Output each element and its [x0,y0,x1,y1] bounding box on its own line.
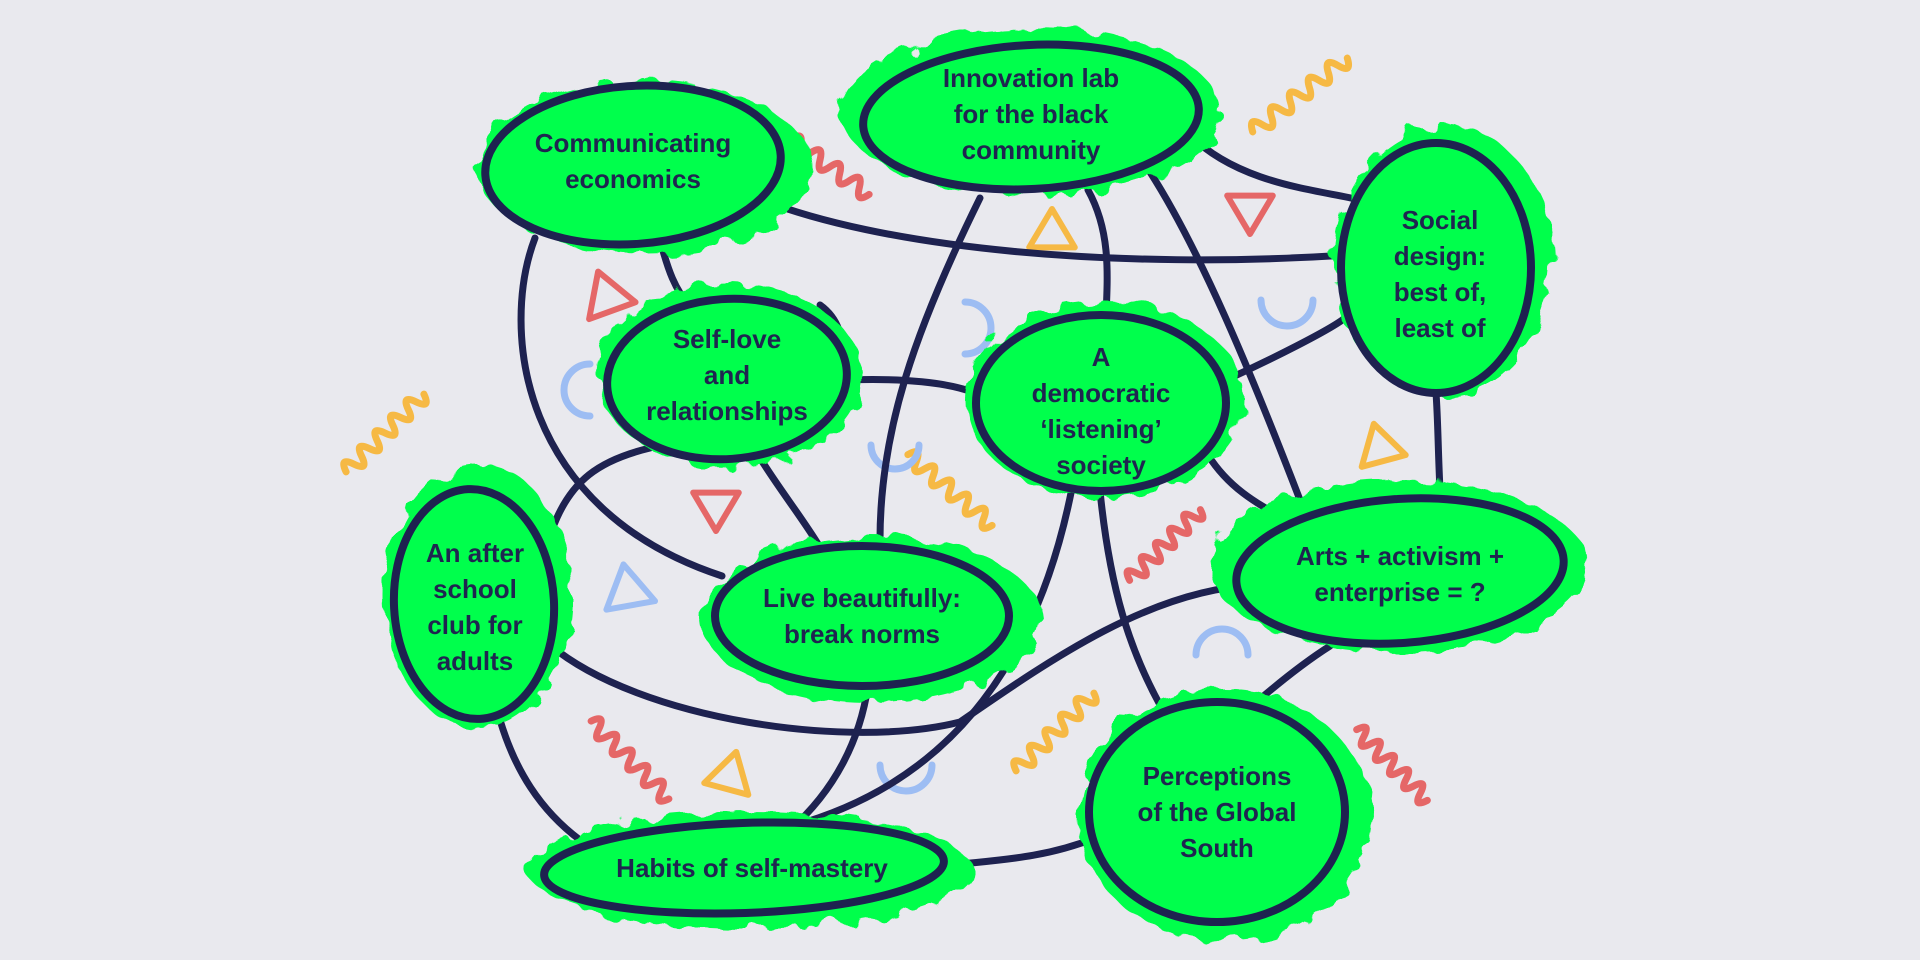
triangle-decoration [690,489,742,534]
node-label-line: design: [1394,241,1486,271]
node-label-line: Innovation lab [943,63,1119,93]
node-label-line: adults [437,646,514,676]
node-label-line: community [962,135,1101,165]
node-label: Social design: best of, least of [1394,205,1486,343]
squiggle-decoration [1010,689,1100,775]
node-outline [972,311,1230,495]
node-label-line: Self-love [673,324,781,354]
connection-selflove-democratic [843,376,981,398]
node-label-line: club for [427,610,522,640]
node-label-line: Perceptions [1143,761,1292,791]
node-label-line: school [433,574,517,604]
node-social: Social design: best of, least of [1334,126,1554,398]
node-label-line: for the black [954,99,1109,129]
connection-democratic-perceptions [1096,487,1164,709]
node-label-line: Habits of self-mastery [616,853,888,883]
connection-innov-democratic [1084,186,1111,320]
triangle-decoration [1224,192,1276,237]
connection-comm-innov-social [746,191,1352,264]
node-outline [389,485,559,723]
connection-democratic-habits [788,484,1076,830]
node-outline [540,818,948,918]
triangle-decoration [586,268,639,323]
node-label-line: economics [565,164,701,194]
node-label-line: of the Global [1138,797,1297,827]
node-innovation: Innovation lab for the black community [841,28,1221,196]
triangle-decoration [603,561,659,613]
topic-nodes: Communicating economics Innovation lab for … [384,28,1588,941]
connection-afterschool-habits [496,716,584,844]
node-outline [1337,139,1535,397]
decorations [340,54,1431,807]
arc-decoration [1257,296,1317,330]
node-label: Communicating economics [535,128,731,194]
squiggle-decoration [1123,506,1207,584]
node-label-line: relationships [646,396,808,426]
node-arts: Arts + activism + enterprise = ? [1208,480,1588,652]
node-label: Habits of self-mastery [616,853,888,883]
arc-decoration [560,360,594,420]
node-label: Live beautifully: break norms [763,583,961,649]
node-label-line: Arts + activism + [1296,541,1504,571]
node-outline [1085,698,1349,926]
triangle-decoration [701,748,752,798]
node-live: Live beautifully: break norms [702,536,1042,704]
triangle-decoration [1358,420,1409,470]
squiggle-decoration [340,390,430,476]
connection-social-arts [1432,389,1444,494]
node-label-line: An after [426,538,524,568]
triangle-decoration [1026,206,1078,251]
node-selflove: Self-love and relationships [598,284,862,468]
node-outline [859,40,1203,194]
node-label: Self-love and relationships [646,324,808,426]
node-label-line: ‘listening’ [1040,414,1161,444]
connection-arts-afterschool [546,581,1259,736]
node-label-line: break norms [784,619,940,649]
node-label-line: and [704,360,750,390]
node-label-line: society [1056,450,1146,480]
arc-decoration [1192,625,1252,659]
connection-comm-live [517,234,726,580]
squiggle-decoration [587,715,673,805]
node-label-line: Live beautifully: [763,583,961,613]
node-outline [603,294,851,464]
arc-decoration [876,761,936,795]
node-label-line: least of [1394,313,1485,343]
node-outline [481,81,785,249]
connection-innov-arts [1146,168,1304,504]
node-habits: Habits of self-mastery [528,812,972,928]
connection-selflove-afterschool [548,444,654,534]
squiggle-decoration [904,448,996,532]
node-outline [711,542,1013,690]
connection-live-habits [786,682,872,834]
node-communicating: Communicating economics [477,81,813,254]
node-outline [1232,494,1568,648]
connection-democratic-social [1222,314,1349,384]
arc-decoration [961,298,995,358]
node-label: Innovation lab for the black community [943,63,1119,165]
node-label: Arts + activism + enterprise = ? [1296,541,1504,607]
node-label-line: best of, [1394,277,1486,307]
squiggle-decoration [1353,723,1431,807]
node-label-line: Social [1402,205,1479,235]
node-label-line: South [1180,833,1254,863]
node-label-line: A [1092,342,1111,372]
node-afterschool: An after school club for adults [384,464,572,728]
squiggle-decoration [1247,54,1353,136]
arc-decoration [867,441,923,473]
node-label-line: democratic [1032,378,1171,408]
node-label-line: enterprise = ? [1314,577,1485,607]
node-label-line: Communicating [535,128,731,158]
node-label: An after school club for adults [426,538,524,676]
connection-selflove-live [756,454,822,548]
connection-innov-social [1186,131,1364,204]
